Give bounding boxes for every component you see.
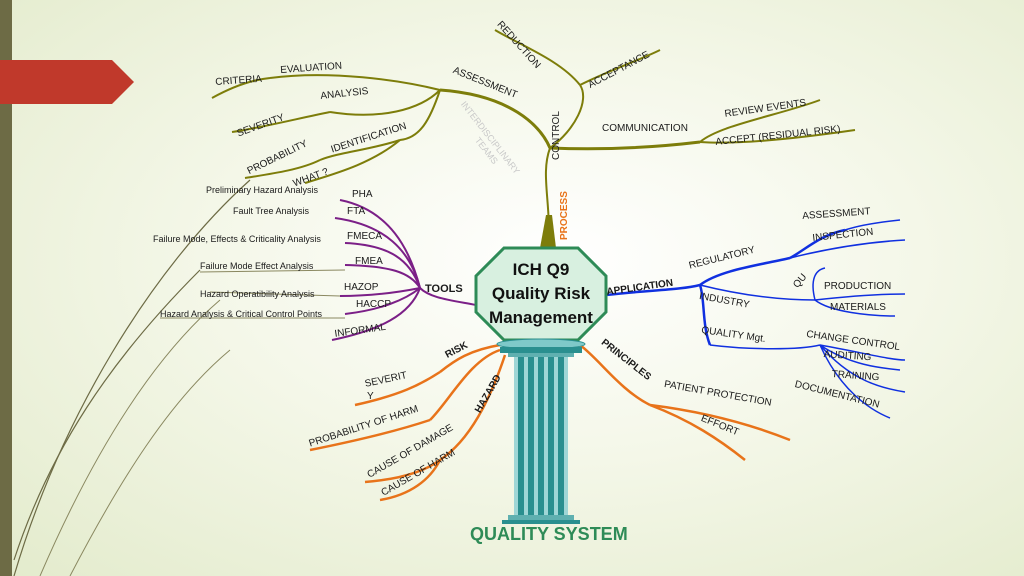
center-octagon xyxy=(474,246,608,342)
node-communication: COMMUNICATION xyxy=(602,123,688,134)
tool-abbr: FTA xyxy=(347,206,366,217)
red-arrow-icon xyxy=(0,60,134,104)
tool-abbr: PHA xyxy=(352,189,373,200)
tool-abbr: HAZOP xyxy=(344,282,379,293)
app-materials: MATERIALS xyxy=(830,302,886,313)
app-production: PRODUCTION xyxy=(824,281,892,292)
center-line-2: Quality Risk xyxy=(491,284,591,303)
quality-system-label: QUALITY SYSTEM xyxy=(470,524,628,544)
pillar-icon xyxy=(496,338,586,524)
center-line-3: Management xyxy=(489,308,593,327)
branch-process: PROCESS xyxy=(559,191,570,240)
tool-abbr: HACCP xyxy=(356,299,392,310)
tool-abbr: FMECA xyxy=(347,231,382,242)
tool-desc: Hazard Operatibility Analysis xyxy=(200,289,315,299)
center-title: ICH Q9 Quality Risk Management xyxy=(476,258,606,330)
risk-severity-suffix: Y xyxy=(367,391,374,402)
center-line-1: ICH Q9 xyxy=(512,260,570,279)
tool-desc: Preliminary Hazard Analysis xyxy=(206,185,319,195)
process-stem xyxy=(540,215,556,248)
node-control: CONTROL xyxy=(551,111,562,160)
left-sidebar-bar xyxy=(0,0,12,576)
background-swoosh xyxy=(69,349,231,576)
tool-desc: Fault Tree Analysis xyxy=(233,206,310,216)
tool-desc: Failure Mode, Effects & Criticality Anal… xyxy=(153,234,321,244)
background-swoosh xyxy=(39,299,221,576)
background-swoosh xyxy=(13,269,201,561)
tool-desc: Hazard Analysis & Critical Control Point… xyxy=(160,309,323,319)
tool-desc: Failure Mode Effect Analysis xyxy=(200,261,314,271)
background-swoosh xyxy=(13,179,251,576)
tool-abbr: FMEA xyxy=(355,256,383,267)
branch-tools: TOOLS xyxy=(425,283,463,295)
